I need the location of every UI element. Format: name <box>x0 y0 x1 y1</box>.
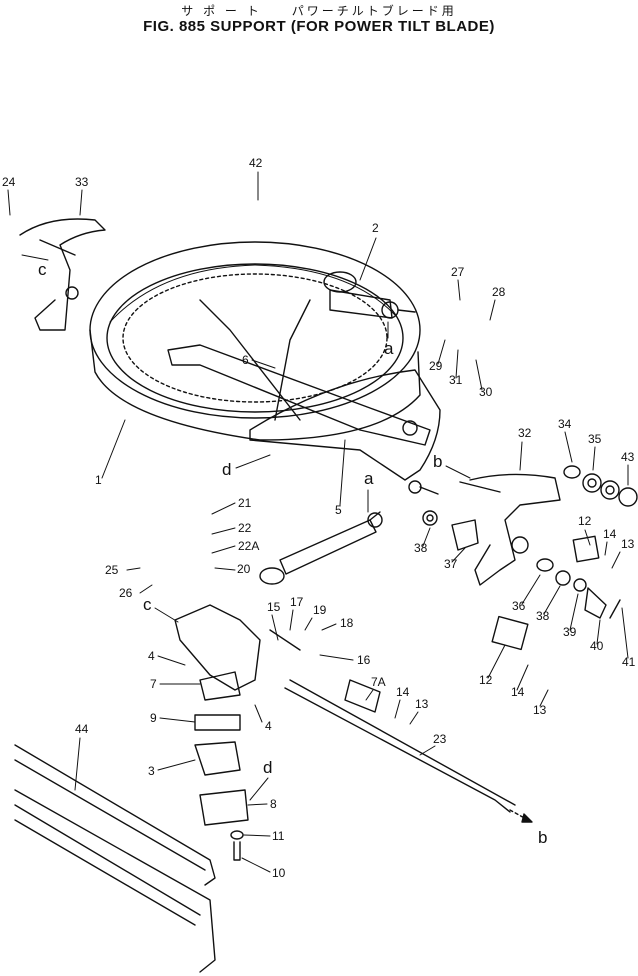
part-label-1: 1 <box>95 473 102 487</box>
part-label-28: 28 <box>492 285 506 299</box>
connection-letter-a: a <box>384 339 394 358</box>
part-label-13: 13 <box>621 537 635 551</box>
part-label-35: 35 <box>588 432 602 446</box>
tilt-cylinder-2 <box>323 271 416 319</box>
part-label-5: 5 <box>335 503 342 517</box>
part-label-39: 39 <box>563 625 577 639</box>
tie-rod-23 <box>284 679 533 823</box>
part-label-25: 25 <box>105 563 119 577</box>
part-label-32: 32 <box>518 426 532 440</box>
part-label-37: 37 <box>444 557 458 571</box>
part-label-41: 41 <box>622 655 636 669</box>
part-label-11: 11 <box>272 829 285 843</box>
center-frame <box>167 299 441 495</box>
connection-letter-c: c <box>143 595 152 614</box>
part-label-9: 9 <box>150 711 157 725</box>
part-label-8: 8 <box>270 797 277 811</box>
circle-frame-part <box>89 241 421 441</box>
part-label-23: 23 <box>433 732 447 746</box>
cylinder-20 <box>259 511 383 585</box>
part-label-13: 13 <box>533 703 547 717</box>
part-label-31: 31 <box>449 373 463 387</box>
part-label-34: 34 <box>558 417 572 431</box>
part-label-12: 12 <box>479 673 493 687</box>
part-label-15: 15 <box>267 600 281 614</box>
part-label-14: 14 <box>511 685 525 699</box>
part-label-40: 40 <box>590 639 604 653</box>
blade-44 <box>14 744 216 973</box>
part-label-13: 13 <box>415 697 429 711</box>
part-label-42: 42 <box>249 156 263 170</box>
part-label-26: 26 <box>119 586 133 600</box>
connection-letter-d: d <box>222 460 231 479</box>
part-label-27: 27 <box>451 265 465 279</box>
part-label-30: 30 <box>479 385 493 399</box>
connection-letters: a a b b c c d d <box>21 254 547 847</box>
part-label-4: 4 <box>265 719 272 733</box>
connection-letter-d: d <box>263 758 272 777</box>
part-label-19: 19 <box>313 603 327 617</box>
connection-letter-a: a <box>364 469 374 488</box>
part-label-22: 22 <box>238 521 252 535</box>
part-label-43: 43 <box>621 450 635 464</box>
part-label-14: 14 <box>396 685 410 699</box>
part-labels: 1 2 3 4 4 5 6 7 7A 8 9 10 11 12 <box>2 156 636 880</box>
hardware-right <box>422 465 638 619</box>
bracket-33 <box>19 218 106 331</box>
part-label-21: 21 <box>238 496 252 510</box>
part-label-7A: 7A <box>371 675 386 689</box>
part-label-16: 16 <box>357 653 371 667</box>
part-label-12: 12 <box>578 514 592 528</box>
lower-bracket-assembly <box>174 604 381 861</box>
part-label-3: 3 <box>148 764 155 778</box>
part-label-20: 20 <box>237 562 251 576</box>
part-label-36: 36 <box>512 599 526 613</box>
connection-letter-b: b <box>433 452 442 471</box>
part-label-2: 2 <box>372 221 379 235</box>
part-label-14: 14 <box>603 527 617 541</box>
part-label-7: 7 <box>150 677 157 691</box>
part-label-17: 17 <box>290 595 304 609</box>
part-label-22A: 22A <box>238 539 259 553</box>
part-label-44: 44 <box>75 722 89 736</box>
part-label-38: 38 <box>536 609 550 623</box>
part-label-33: 33 <box>75 175 89 189</box>
part-label-6: 6 <box>242 353 249 367</box>
connection-letter-c: c <box>38 260 47 279</box>
figure-title: FIG. 885 SUPPORT (FOR POWER TILT BLADE) <box>143 18 495 35</box>
japanese-title: サ ポ ー ト パワーチルトブレード用 <box>181 4 457 18</box>
part-label-29: 29 <box>429 359 443 373</box>
bracket-32 <box>459 473 600 651</box>
connection-letter-b: b <box>538 828 547 847</box>
part-label-10: 10 <box>272 866 286 880</box>
part-label-24: 24 <box>2 175 16 189</box>
part-label-18: 18 <box>340 616 354 630</box>
part-label-4: 4 <box>148 649 155 663</box>
part-label-38: 38 <box>414 541 428 555</box>
